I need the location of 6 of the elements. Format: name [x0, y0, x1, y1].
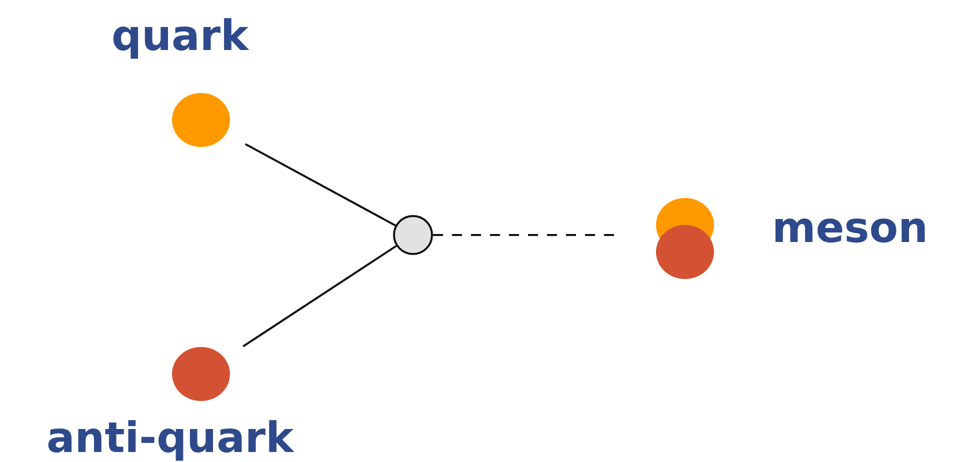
connector-line [242, 245, 397, 348]
particle-label: anti-quark [46, 417, 294, 459]
particle-label: meson [772, 207, 928, 249]
vertex-circle [393, 215, 433, 255]
connector-line [244, 143, 396, 226]
particle-label: quark [112, 15, 248, 57]
